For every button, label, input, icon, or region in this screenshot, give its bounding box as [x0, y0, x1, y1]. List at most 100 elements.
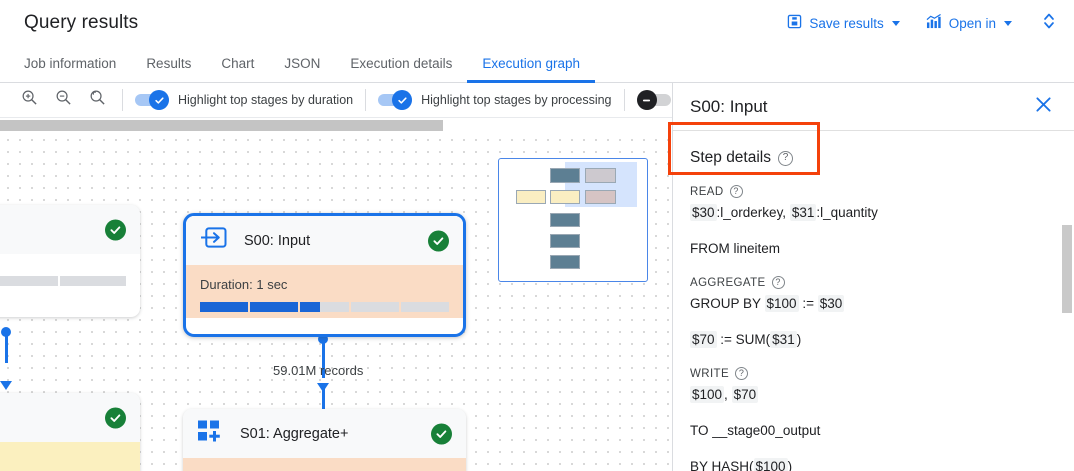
graph-minimap[interactable] — [498, 158, 648, 282]
toggle-switch[interactable] — [135, 90, 169, 110]
panel-title: S00: Input — [690, 96, 768, 116]
toggle-knob — [636, 90, 657, 110]
status-success-icon — [105, 219, 126, 240]
toggle-knob — [149, 90, 169, 110]
minimap-node — [550, 213, 580, 227]
minus-icon — [642, 99, 651, 101]
edge-arrowhead-icon — [0, 381, 12, 390]
block-line: GROUP BY $100 := $30 — [690, 295, 845, 312]
save-results-button[interactable]: Save results — [787, 14, 900, 32]
aggregate-grid-plus-icon — [197, 419, 223, 448]
keyword-label: WRITE — [690, 367, 730, 380]
minimap-node — [550, 234, 580, 248]
execution-graph-canvas[interactable]: 59.01M records — [0, 131, 672, 471]
status-success-icon — [428, 230, 449, 251]
block-keyword-aggregate: AGGREGATE ? — [690, 276, 1056, 289]
edge-arrowhead-icon — [317, 383, 329, 392]
progress-segment — [350, 302, 399, 312]
tab-json[interactable]: JSON — [284, 56, 321, 71]
toggle-switch[interactable] — [378, 90, 413, 110]
progress-segment — [300, 302, 349, 312]
edge-s00-to-s01-lower — [322, 384, 325, 409]
tab-execution-details[interactable]: Execution details — [350, 56, 453, 71]
progress-segment — [60, 276, 126, 286]
minimap-node — [516, 190, 546, 204]
zoom-controls — [0, 87, 110, 113]
toggle-highlight-processing[interactable]: Highlight top stages by processing — [378, 90, 612, 110]
horizontal-scrollbar[interactable] — [0, 118, 672, 132]
chevron-down-icon — [891, 20, 900, 26]
node-progress-bar — [0, 276, 126, 286]
toggle-switch[interactable] — [636, 90, 671, 110]
block-line: $30:l_orderkey, $31:l_quantity — [690, 204, 878, 221]
tab-results[interactable]: Results — [146, 56, 192, 71]
tab-execution-graph[interactable]: Execution graph — [467, 56, 595, 83]
node-header: S01: Aggregate+ — [183, 409, 466, 458]
keyword-label: AGGREGATE — [690, 276, 766, 289]
check-icon — [154, 96, 164, 104]
close-panel-button[interactable] — [1030, 94, 1056, 120]
block-line-to: TO __stage00_output — [690, 423, 821, 438]
zoom-reset-button[interactable] — [84, 87, 110, 113]
zoom-out-button[interactable] — [50, 87, 76, 113]
node-duration-label: Duration: 1 sec — [200, 277, 288, 292]
node-progress-bar — [200, 302, 450, 312]
toggle-knob — [392, 90, 413, 110]
help-circle-icon[interactable]: ? — [771, 276, 785, 289]
tab-bar: Job information Results Chart JSON Execu… — [0, 46, 1074, 83]
save-disk-icon — [787, 14, 802, 32]
zoom-in-icon — [21, 89, 38, 111]
minimap-node — [550, 168, 580, 183]
step-details-heading: Step details ? — [690, 149, 1056, 167]
block-line-from: FROM lineitem — [690, 241, 781, 256]
tab-chart[interactable]: Chart — [221, 56, 255, 71]
header-actions: Save results Open in — [787, 7, 1074, 40]
edge-label-records: 59.01M records — [273, 363, 364, 378]
graph-canvas-area[interactable]: 59.01M records — [0, 118, 672, 471]
step-details-panel: S00: Input Step details ? READ ? $30 — [672, 83, 1074, 471]
toggle-third[interactable] — [636, 90, 671, 110]
horizontal-scrollbar-thumb[interactable] — [0, 120, 443, 131]
graph-node-s00-input[interactable]: S00: Input Duration: 1 sec — [183, 213, 466, 337]
block-keyword-read: READ ? — [690, 185, 1056, 198]
minimap-node — [550, 255, 580, 269]
help-circle-icon[interactable]: ? — [778, 150, 793, 166]
graph-node-left-top[interactable] — [0, 205, 140, 317]
page-title: Query results — [24, 12, 139, 33]
block-line: BY HASH($100) — [690, 457, 1056, 471]
edge-source-dot — [1, 327, 11, 337]
page-header: Query results Save results — [0, 0, 1074, 46]
zoom-in-button[interactable] — [16, 87, 42, 113]
node-body: Duration: 1 sec — [186, 265, 463, 318]
progress-segment — [250, 302, 299, 312]
chevron-down-icon — [1004, 20, 1012, 26]
minimap-node — [585, 190, 616, 204]
panel-scrollbar-thumb[interactable] — [1062, 225, 1072, 313]
tab-job-information[interactable]: Job information — [24, 56, 117, 71]
status-success-icon — [431, 423, 452, 444]
panel-header: S00: Input — [673, 83, 1074, 130]
toggle-label-duration: Highlight top stages by duration — [178, 93, 354, 107]
block-keyword-write: WRITE ? — [690, 367, 1056, 380]
help-circle-icon[interactable]: ? — [729, 185, 743, 198]
minimap-node — [550, 190, 580, 204]
edge-s00-to-s01 — [322, 338, 325, 378]
help-circle-icon[interactable]: ? — [735, 367, 749, 380]
graph-node-s01-aggregate[interactable]: S01: Aggregate+ — [183, 409, 466, 471]
progress-segment — [200, 302, 249, 312]
node-body — [0, 254, 140, 307]
open-in-button[interactable]: Open in — [926, 13, 1012, 32]
edge-left-branch — [5, 331, 8, 363]
progress-segment — [0, 276, 58, 286]
toggle-highlight-duration[interactable]: Highlight top stages by duration — [135, 90, 354, 110]
panel-divider — [673, 130, 1074, 131]
close-icon — [1035, 96, 1052, 118]
minimap-node — [585, 168, 616, 183]
expand-collapse-chevron-icon — [1042, 11, 1056, 36]
bar-chart-icon — [926, 13, 942, 32]
block-line: $70 := SUM($31) — [690, 331, 802, 348]
node-body — [183, 458, 466, 471]
graph-node-left-bottom[interactable] — [0, 393, 140, 471]
expand-collapse-button[interactable] — [1038, 7, 1060, 40]
status-success-icon — [105, 407, 126, 428]
